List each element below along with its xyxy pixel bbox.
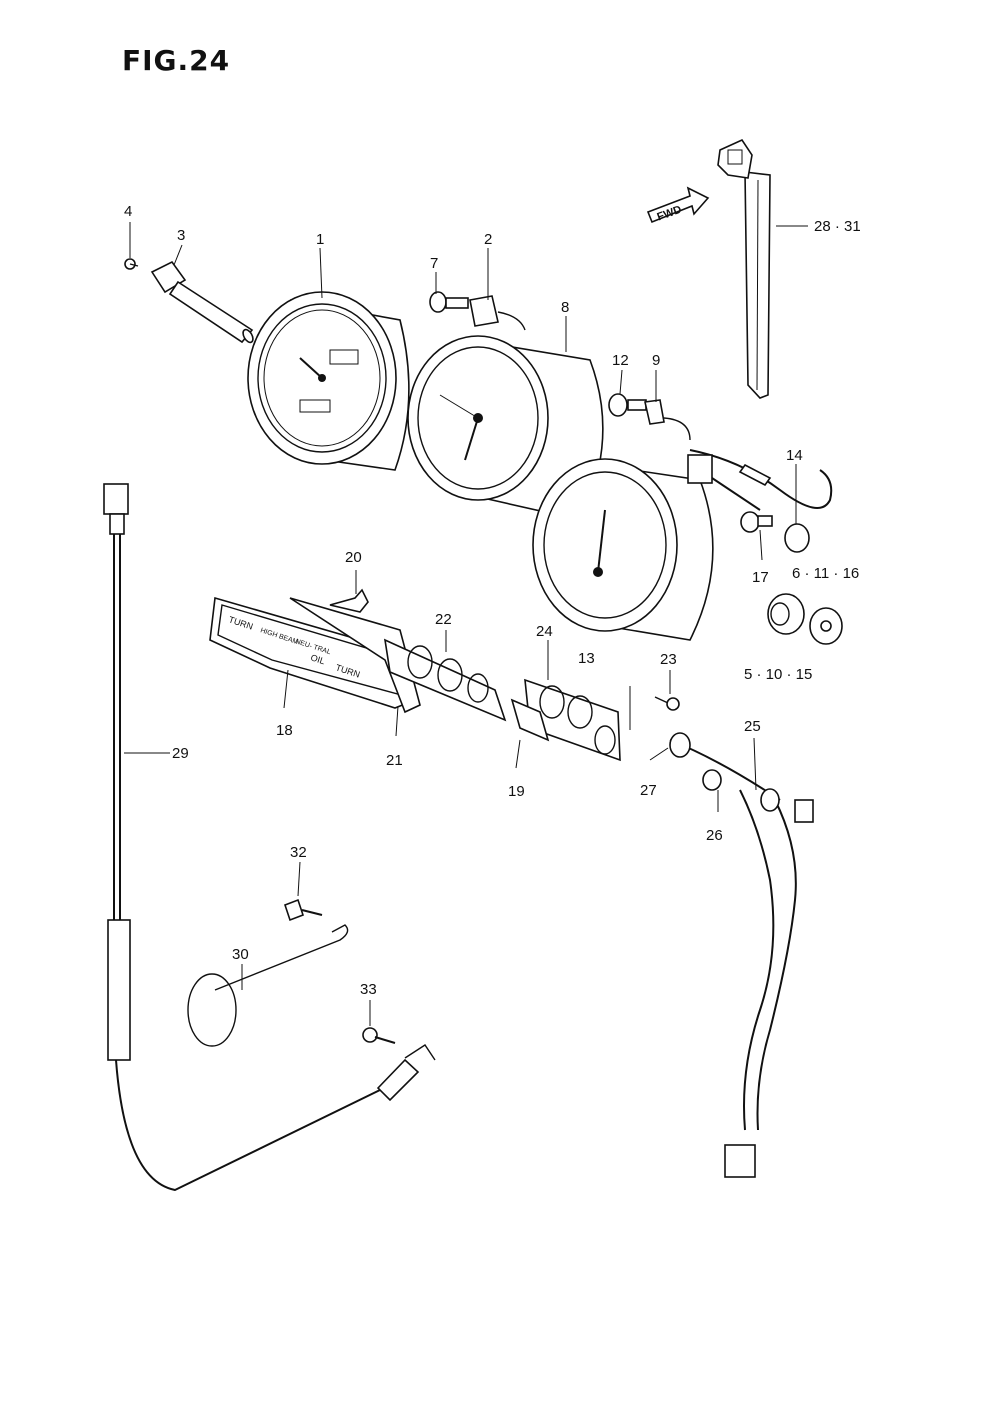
part-label-2: 2 bbox=[484, 231, 492, 248]
leader-lines bbox=[124, 222, 808, 1026]
figure-title: FIG.24 bbox=[122, 44, 231, 77]
bolt-33 bbox=[362, 1027, 396, 1044]
part-label-21: 21 bbox=[386, 752, 403, 769]
part-labels: 1 2 3 4 5 · 10 · 15 6 · 11 · 16 7 8 9 12… bbox=[124, 203, 861, 998]
part-label-14: 14 bbox=[786, 447, 803, 464]
lens-text-oil: OIL bbox=[309, 652, 326, 666]
cable-tie bbox=[717, 138, 771, 399]
fwd-direction-arrow: FWD bbox=[646, 186, 710, 224]
indicator-case-21 bbox=[289, 597, 421, 714]
part-label-9: 9 bbox=[652, 352, 660, 369]
cable-fitting-3 bbox=[150, 260, 254, 344]
part-label-17: 17 bbox=[752, 569, 769, 586]
part-label-18: 18 bbox=[276, 722, 293, 739]
screw-4 bbox=[124, 258, 139, 270]
bulb-7-socket-2 bbox=[429, 291, 526, 331]
part-label-30: 30 bbox=[232, 946, 249, 963]
part-label-26: 26 bbox=[706, 827, 723, 844]
part-label-23: 23 bbox=[660, 651, 677, 668]
part-label-28-31: 28 · 31 bbox=[814, 218, 861, 235]
speedometer-1 bbox=[247, 291, 410, 471]
indicator-harness-25 bbox=[669, 732, 814, 1178]
part-label-6-11-16: 6 · 11 · 16 bbox=[792, 565, 859, 582]
part-label-5-10-15: 5 · 10 · 15 bbox=[744, 666, 812, 683]
part-label-24: 24 bbox=[536, 623, 553, 640]
part-label-25: 25 bbox=[744, 718, 761, 735]
bulb-12-socket-9 bbox=[608, 393, 691, 441]
part-label-20: 20 bbox=[345, 549, 362, 566]
indicator-holder-24 bbox=[510, 678, 621, 762]
part-label-19: 19 bbox=[508, 783, 525, 800]
part-label-32: 32 bbox=[290, 844, 307, 861]
screw-23 bbox=[654, 696, 680, 711]
part-label-12: 12 bbox=[612, 352, 629, 369]
part-label-13: 13 bbox=[578, 650, 595, 667]
part-label-22: 22 bbox=[435, 611, 452, 628]
gauge-wiring bbox=[687, 449, 833, 553]
speedometer-cable-29 bbox=[103, 483, 436, 1192]
cushion-6-11-16 bbox=[809, 607, 843, 645]
indicator-tab-20 bbox=[329, 588, 369, 613]
part-label-27: 27 bbox=[640, 782, 657, 799]
spring-clip-30 bbox=[187, 924, 349, 1047]
part-label-3: 3 bbox=[177, 227, 185, 244]
part-label-29: 29 bbox=[172, 745, 189, 762]
part-label-1: 1 bbox=[316, 231, 324, 248]
part-label-4: 4 bbox=[124, 203, 132, 220]
indicator-lens-18: TURN HIGH BEAM NEU- TRAL OIL TURN bbox=[209, 596, 417, 709]
part-label-8: 8 bbox=[561, 299, 569, 316]
bolt-32 bbox=[283, 898, 323, 922]
part-label-33: 33 bbox=[360, 981, 377, 998]
gauge-13 bbox=[532, 458, 714, 641]
gasket-22 bbox=[383, 638, 507, 722]
grommet-5-10-15 bbox=[767, 593, 805, 635]
part-label-7: 7 bbox=[430, 255, 438, 272]
fwd-text: FWD bbox=[656, 204, 684, 224]
